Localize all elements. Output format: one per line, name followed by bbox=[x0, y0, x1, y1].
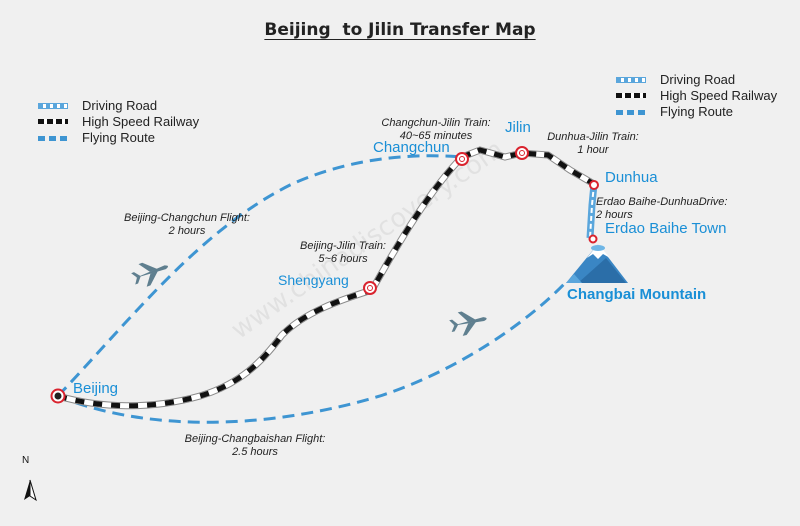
city-label-erdao-baihe: Erdao Baihe Town bbox=[605, 220, 727, 237]
city-label-dunhua: Dunhua bbox=[605, 169, 658, 186]
route-note-erdao-dunhua-drive: Erdao Baihe-DunhuaDrive: 2 hours bbox=[596, 196, 727, 222]
legend-item-flying-route: Flying Route bbox=[616, 104, 777, 120]
driving-road-swatch bbox=[616, 77, 646, 83]
railway-swatch bbox=[38, 119, 68, 124]
city-label-jilin: Jilin bbox=[505, 119, 531, 136]
legend-label: Driving Road bbox=[660, 72, 736, 87]
railway-swatch bbox=[616, 93, 646, 98]
city-label-shengyang: Shengyang bbox=[278, 272, 349, 288]
route-note-beijing-changbaishan-flight: Beijing-Changbaishan Flight: 2.5 hours bbox=[165, 433, 345, 459]
route-note-changchun-jilin-train: Changchun-Jilin Train: 40~65 minutes bbox=[365, 117, 507, 143]
flying-route-swatch bbox=[616, 110, 646, 115]
note-line: 40~65 minutes bbox=[399, 130, 473, 142]
legend-item-driving-road: Driving Road bbox=[616, 72, 777, 88]
flying-route-beijing-changbaishan bbox=[57, 280, 568, 424]
legend-label: Flying Route bbox=[82, 130, 155, 145]
legend-label: High Speed Railway bbox=[660, 88, 778, 103]
station-marker-icon bbox=[363, 281, 377, 295]
note-line: Beijing-Changbaishan Flight: bbox=[184, 433, 326, 445]
note-line: Beijing-Jilin Train: bbox=[300, 240, 386, 252]
note-line: Changchun-Jilin Train: bbox=[381, 117, 491, 129]
station-marker-icon bbox=[50, 388, 66, 404]
legend-label: High Speed Railway bbox=[82, 114, 200, 129]
city-label-changchun: Changchun bbox=[373, 139, 450, 156]
legend-left: Driving Road High Speed Railway Flying R… bbox=[38, 98, 199, 146]
north-arrow-icon bbox=[24, 479, 37, 502]
note-line: 1 hour bbox=[577, 144, 609, 156]
legend-item-railway: High Speed Railway bbox=[616, 88, 777, 104]
legend-item-driving-road: Driving Road bbox=[38, 98, 199, 114]
map-title: Beijing to Jilin Transfer Map bbox=[0, 20, 800, 40]
note-line: 2.5 hours bbox=[232, 446, 278, 458]
north-label: N bbox=[22, 455, 30, 466]
city-label-changbai-mountain: Changbai Mountain bbox=[567, 286, 707, 303]
legend-label: Flying Route bbox=[660, 104, 733, 119]
legend-item-railway: High Speed Railway bbox=[38, 114, 199, 130]
route-note-beijing-changchun-flight: Beijing-Changchun Flight: 2 hours bbox=[112, 212, 262, 238]
driving-road-dunhua-erdao bbox=[586, 183, 598, 239]
city-label-beijing: Beijing bbox=[73, 380, 119, 397]
airplane-icon bbox=[449, 311, 487, 336]
airplane-icon bbox=[131, 262, 168, 287]
station-marker-icon bbox=[589, 180, 599, 190]
note-line: 2 hours bbox=[168, 225, 206, 237]
map-title-text: Beijing to Jilin Transfer Map bbox=[264, 20, 536, 40]
note-line: 5~6 hours bbox=[318, 253, 368, 265]
note-line: Dunhua-Jilin Train: bbox=[547, 131, 639, 143]
station-marker-icon bbox=[588, 234, 598, 244]
flying-route-beijing-changchun bbox=[56, 154, 463, 398]
driving-road-swatch bbox=[38, 103, 68, 109]
note-line: 2 hours bbox=[596, 209, 633, 221]
station-marker-icon bbox=[455, 152, 469, 166]
route-note-beijing-jilin-train: Beijing-Jilin Train: 5~6 hours bbox=[288, 240, 398, 266]
mountain-icon bbox=[566, 244, 628, 283]
legend-right: Driving Road High Speed Railway Flying R… bbox=[616, 72, 777, 120]
note-line: Erdao Baihe-DunhuaDrive: bbox=[596, 196, 728, 208]
note-line: Beijing-Changchun Flight: bbox=[124, 212, 250, 224]
flying-route-swatch bbox=[38, 136, 68, 141]
railway-beijing-changchun bbox=[57, 154, 465, 410]
legend-label: Driving Road bbox=[82, 98, 158, 113]
legend-item-flying-route: Flying Route bbox=[38, 130, 199, 146]
station-marker-icon bbox=[515, 146, 529, 160]
route-note-dunhua-jilin-train: Dunhua-Jilin Train: 1 hour bbox=[534, 131, 652, 157]
